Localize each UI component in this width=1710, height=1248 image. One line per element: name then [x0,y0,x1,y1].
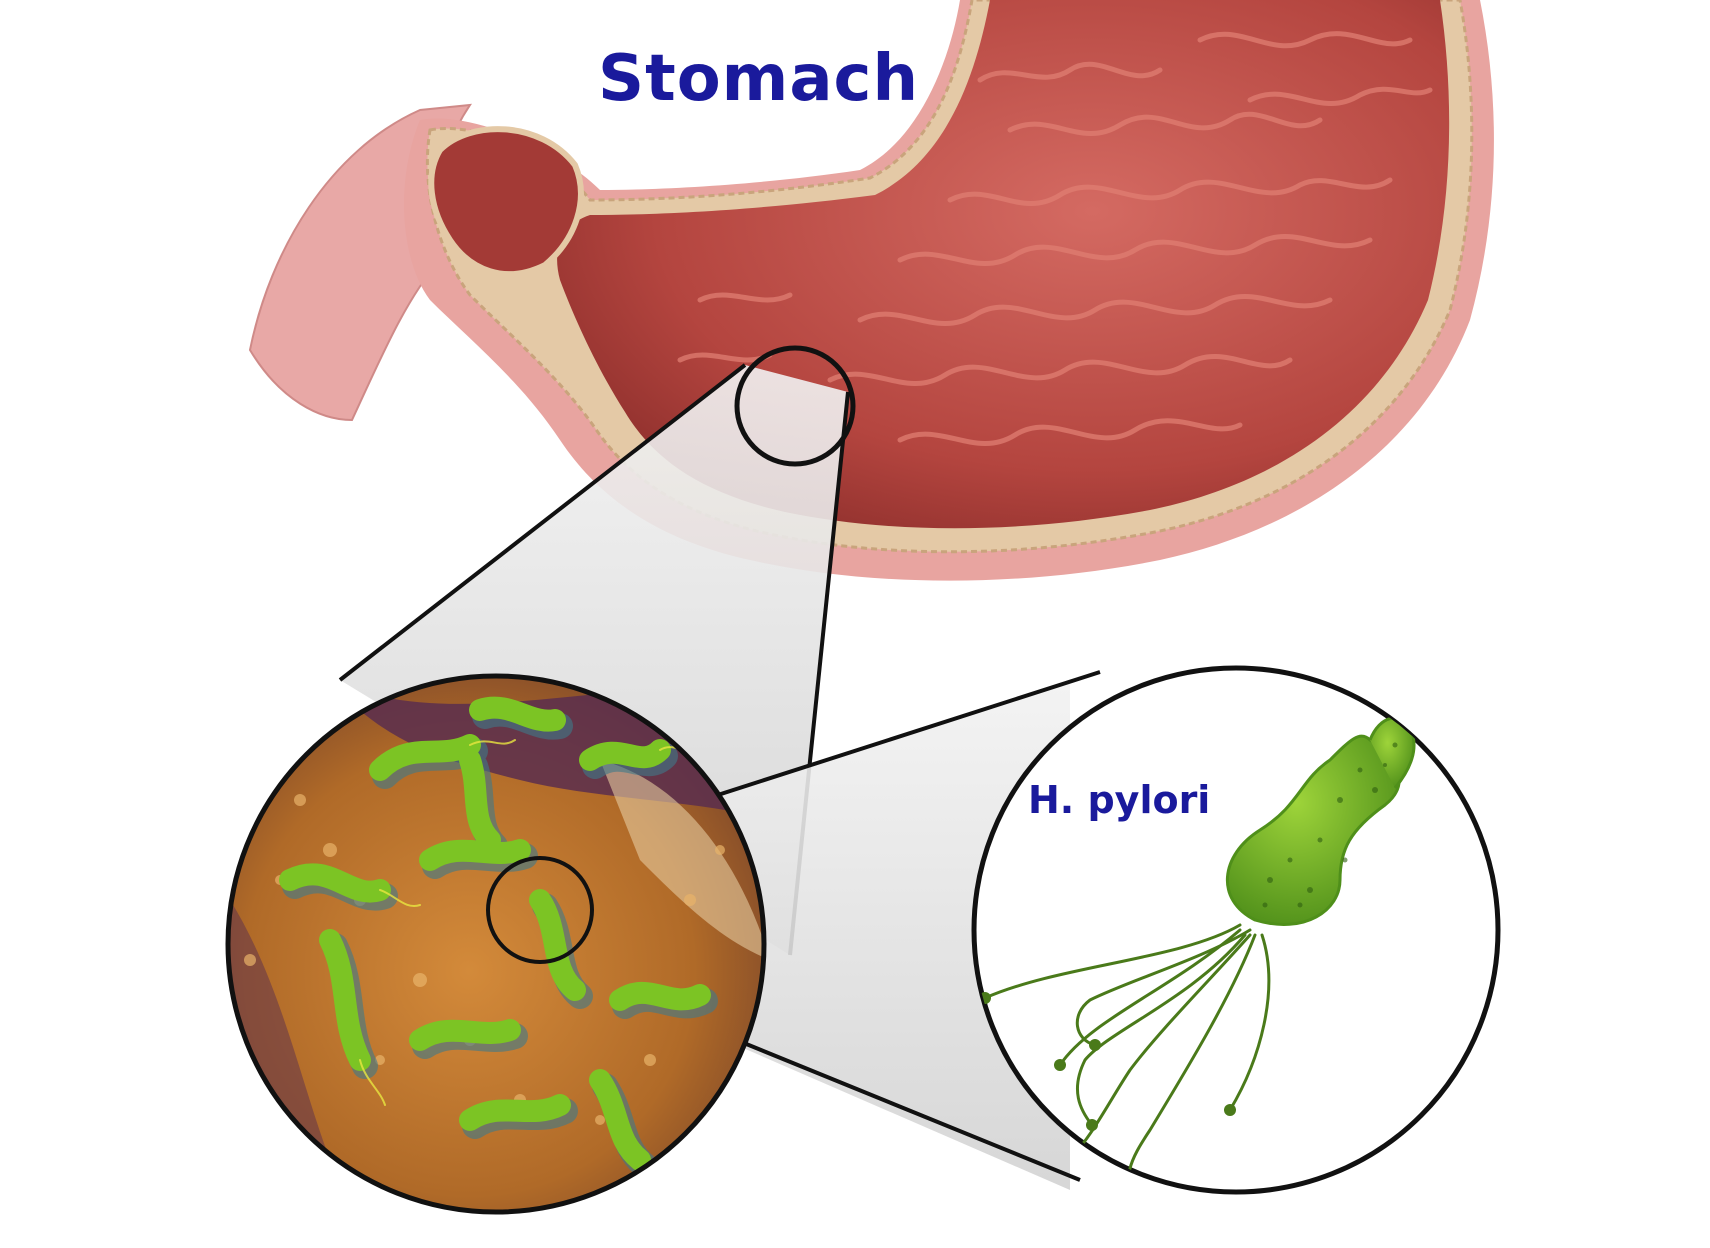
zoom-line-left [338,363,747,682]
inner-callout-circle [486,856,594,964]
microscope-view [225,673,767,1215]
h-pylori-label: H. pylori [1028,778,1211,822]
gastric-folds [677,31,1433,446]
esophagus-opening [428,126,584,277]
stomach-label: Stomach [598,42,920,116]
zoom-cone-2 [522,680,1070,1190]
bacterium-illustration [971,665,1501,1195]
zoom-callout-circle [734,345,856,467]
